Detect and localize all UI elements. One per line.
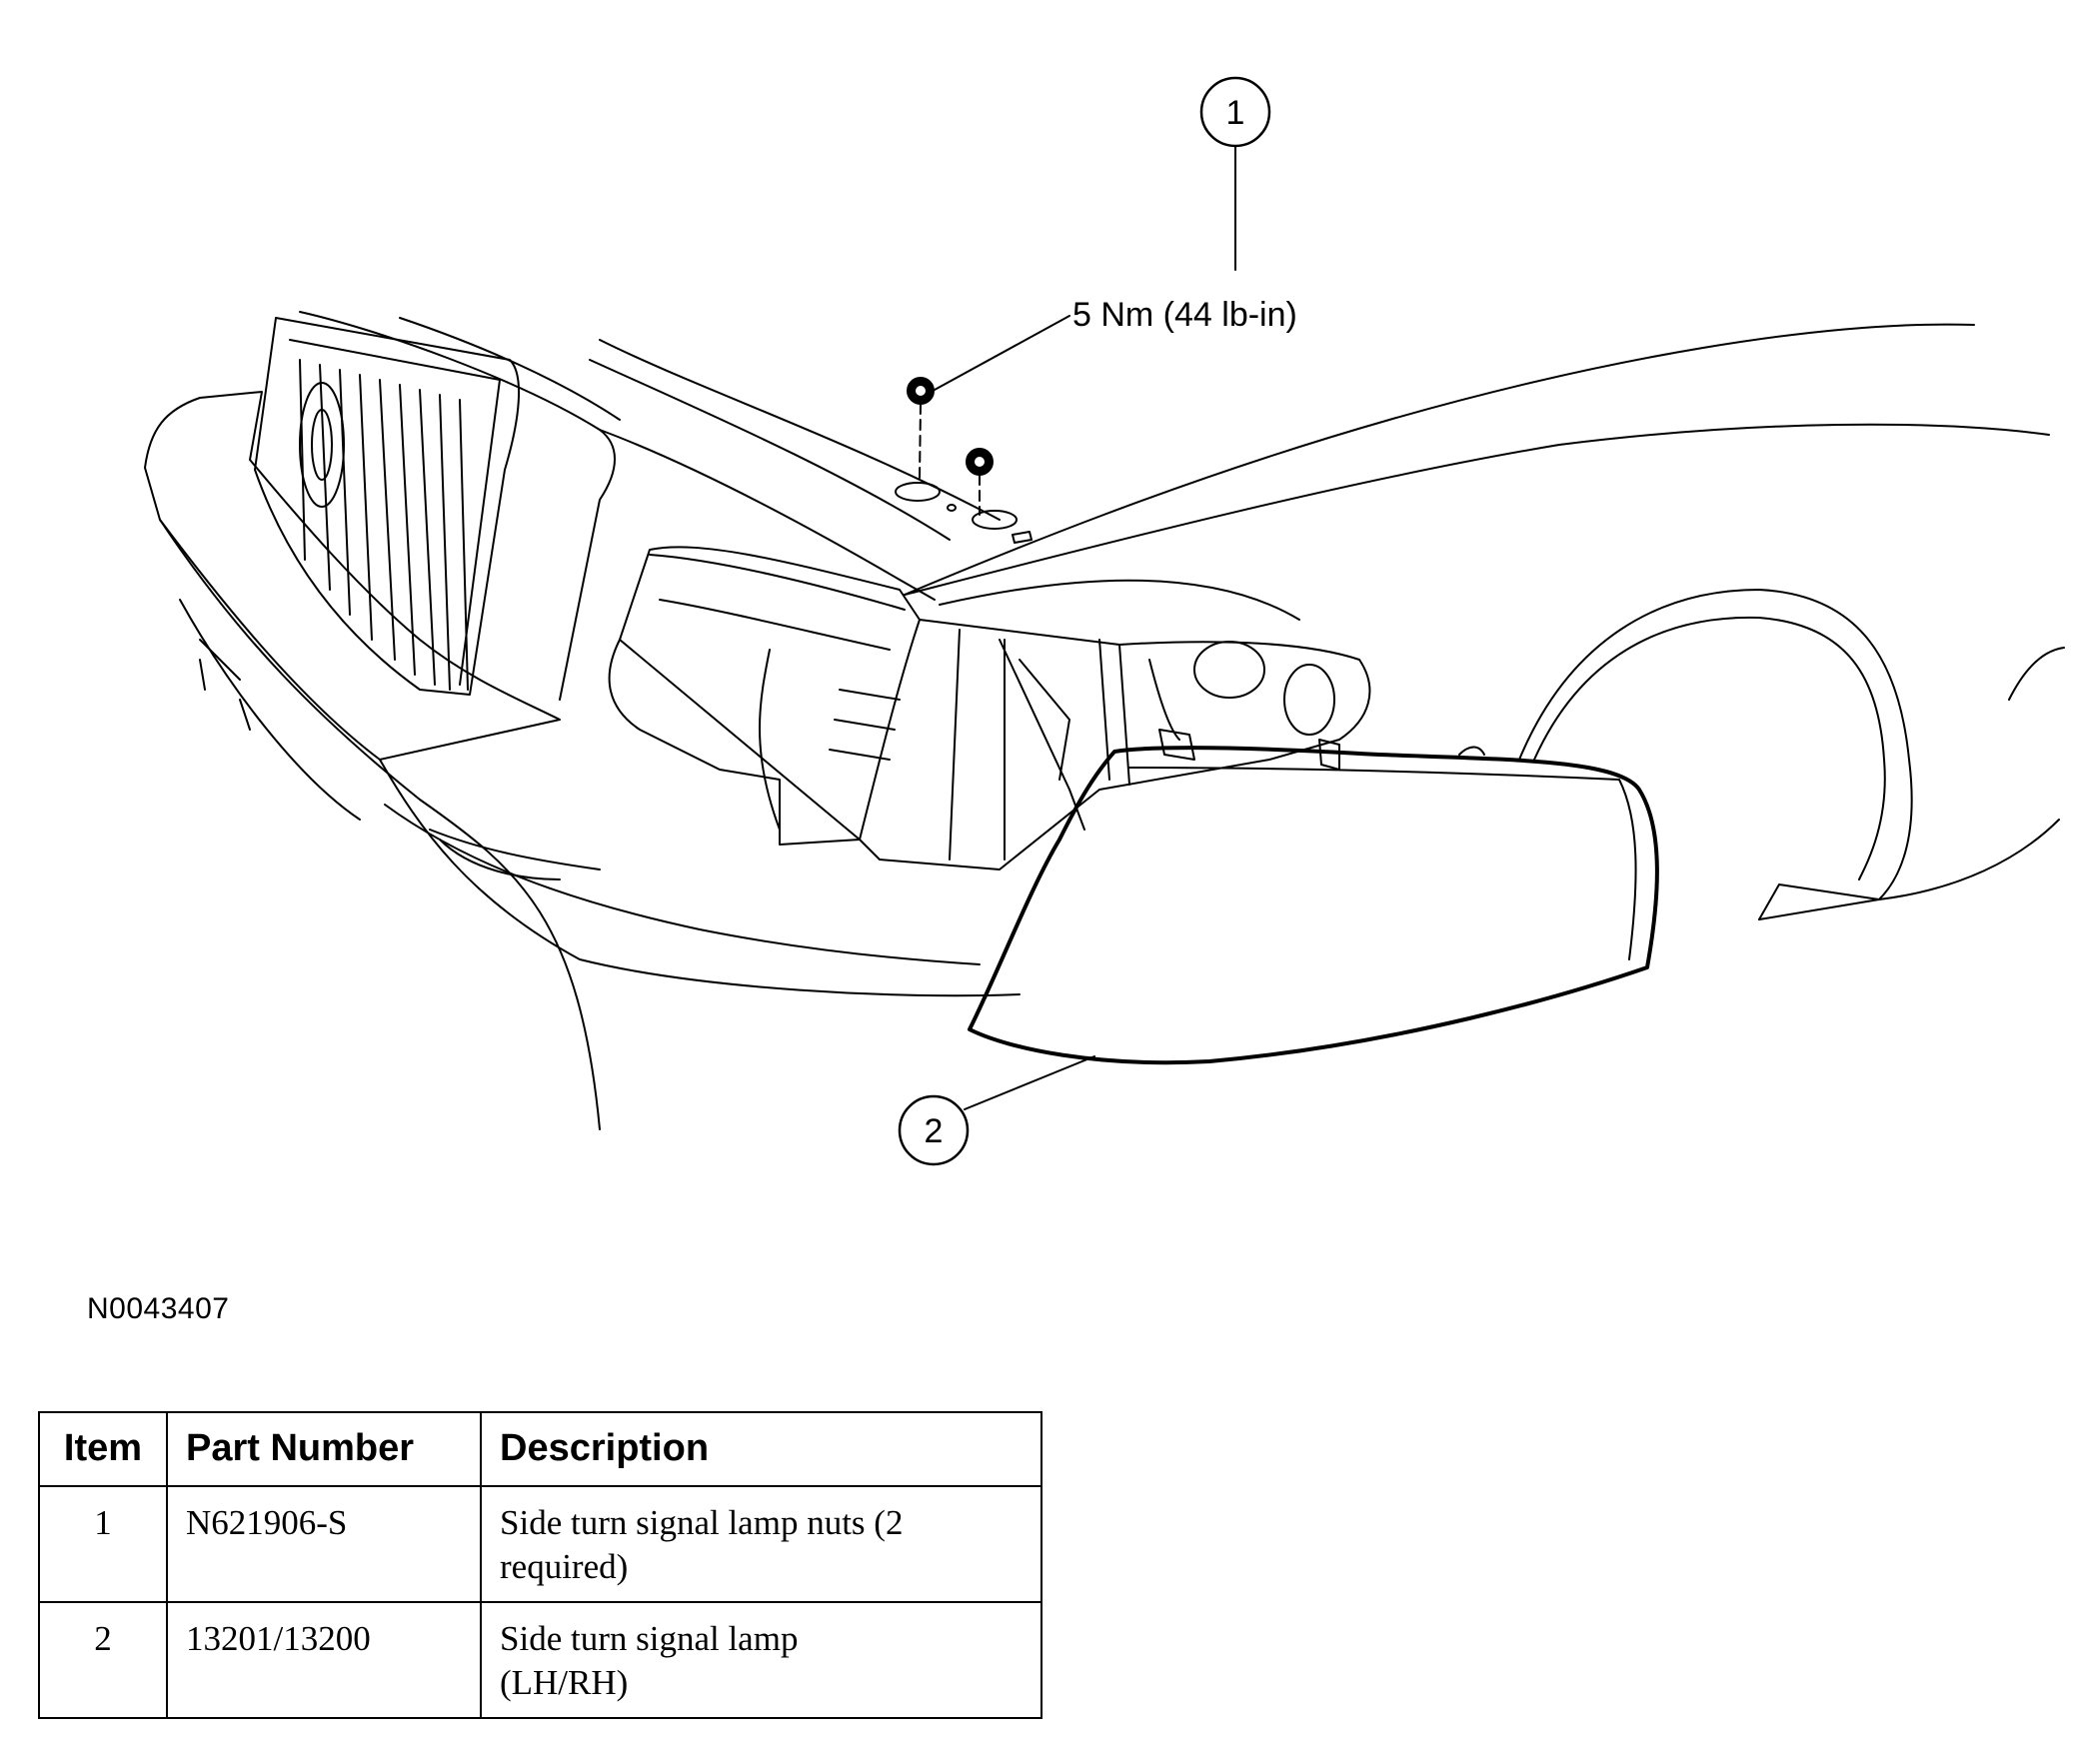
fastener-nut-2: [966, 448, 1018, 530]
description-line: Side turn signal lamp nuts (2: [500, 1503, 904, 1542]
table-header-row: Item Part Number Description: [38, 1411, 1042, 1487]
bumper-lower-line: [159, 519, 601, 1130]
callout-2-number: 2: [925, 1112, 944, 1150]
hood-outline: [299, 311, 616, 701]
row-description: Side turn signal lamp (LH/RH): [480, 1601, 1042, 1719]
callout-2-leader: [964, 1055, 1095, 1110]
row-item: 1: [38, 1485, 168, 1603]
torque-spec-label: 5 Nm (44 lb-in): [1072, 296, 1297, 334]
figure-id: N0043407: [87, 1292, 230, 1325]
description-line: Side turn signal lamp: [500, 1619, 799, 1658]
lamp-opening: [859, 619, 1371, 871]
callout-1: 1: [1199, 76, 1271, 148]
headlamp-outline: [608, 546, 921, 846]
header-part-number: Part Number: [166, 1411, 482, 1487]
fender-outline: [904, 323, 1975, 596]
header-description: Description: [480, 1411, 1042, 1487]
row-description: Side turn signal lamp nuts (2 required): [480, 1485, 1042, 1603]
wheel-arch: [1518, 589, 1913, 920]
callout-2: 2: [898, 1094, 970, 1166]
vehicle-front-illustration: 1 5 Nm (44 lb-in) 2: [144, 76, 2065, 1166]
callout-1-number: 1: [1226, 94, 1245, 132]
grille-emblem: [299, 382, 345, 508]
description-line: (LH/RH): [500, 1663, 629, 1702]
table-row: 2 13201/13200 Side turn signal lamp (LH/…: [38, 1601, 1042, 1719]
fastener-nut-1: [895, 377, 941, 502]
parts-table: Item Part Number Description 1 N621906-S…: [38, 1411, 1042, 1719]
header-item: Item: [38, 1411, 168, 1487]
row-part-number: N621906-S: [166, 1485, 482, 1603]
row-part-number: 13201/13200: [166, 1601, 482, 1719]
row-item: 2: [38, 1601, 168, 1719]
turn-signal-lamp: [968, 746, 1659, 1065]
torque-leader: [934, 315, 1070, 391]
table-row: 1 N621906-S Side turn signal lamp nuts (…: [38, 1485, 1042, 1603]
description-line: required): [500, 1547, 629, 1586]
front-bumper-outline: [144, 391, 561, 761]
